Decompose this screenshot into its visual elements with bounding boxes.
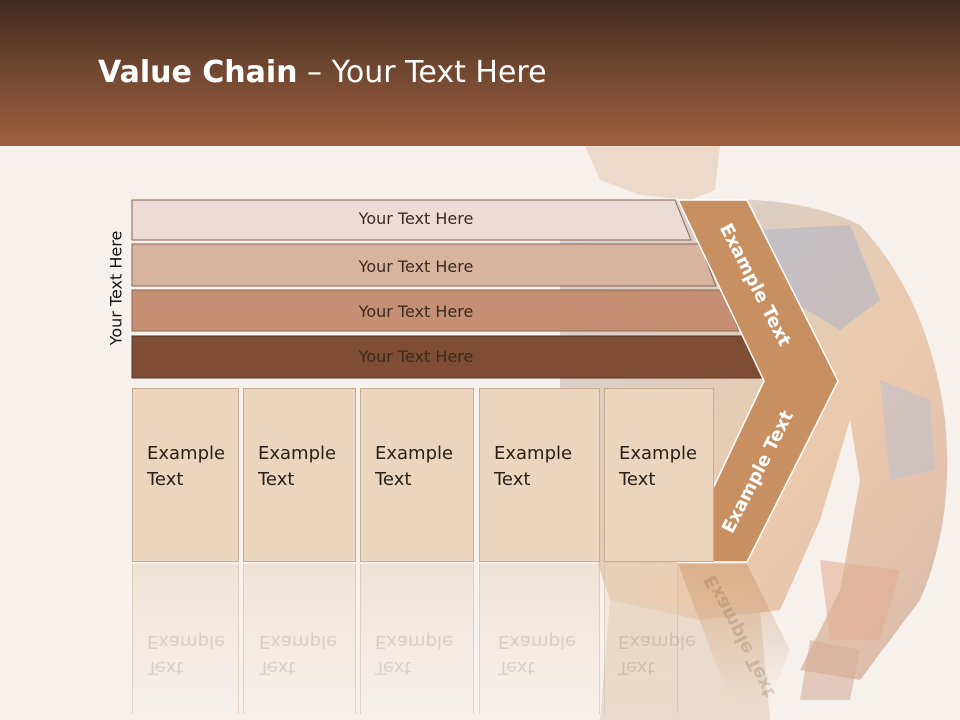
chevron-arrow [676, 199, 839, 563]
cell-line2: Text [619, 469, 656, 490]
row-label-2: Your Text Here [358, 257, 474, 276]
row-bar-1 [131, 199, 692, 241]
slide-title: Value Chain – Your Text Here [98, 55, 547, 90]
cell-line1: Example [147, 443, 226, 464]
cell-line2: Text [375, 469, 412, 490]
cell-line1: Example [619, 443, 698, 464]
header-band [0, 0, 960, 146]
title-rest: – Your Text Here [297, 55, 547, 90]
side-label: Your Text Here [106, 230, 126, 346]
cell-line2: Text [494, 469, 531, 490]
row-bar-2 [131, 243, 717, 287]
chevron-reflection [678, 564, 790, 700]
cell-reflection-3 [360, 564, 474, 714]
title-bold: Value Chain [98, 55, 298, 90]
row-bar-3 [131, 289, 740, 332]
cell-reflection-5 [604, 564, 678, 714]
row-label-3: Your Text Here [358, 302, 474, 321]
cell-line2: Text [147, 469, 184, 490]
row-label-4: Your Text Here [358, 347, 474, 366]
cell-line1: Example [375, 443, 454, 464]
cell-line2: Text [258, 469, 295, 490]
row-label-1: Your Text Here [358, 209, 474, 228]
cell-line1: Example [258, 443, 337, 464]
cell-line1: Example [494, 443, 573, 464]
cell-reflection-1 [132, 564, 239, 714]
cell-reflection-4 [479, 564, 600, 714]
cell-reflection-2 [243, 564, 356, 714]
